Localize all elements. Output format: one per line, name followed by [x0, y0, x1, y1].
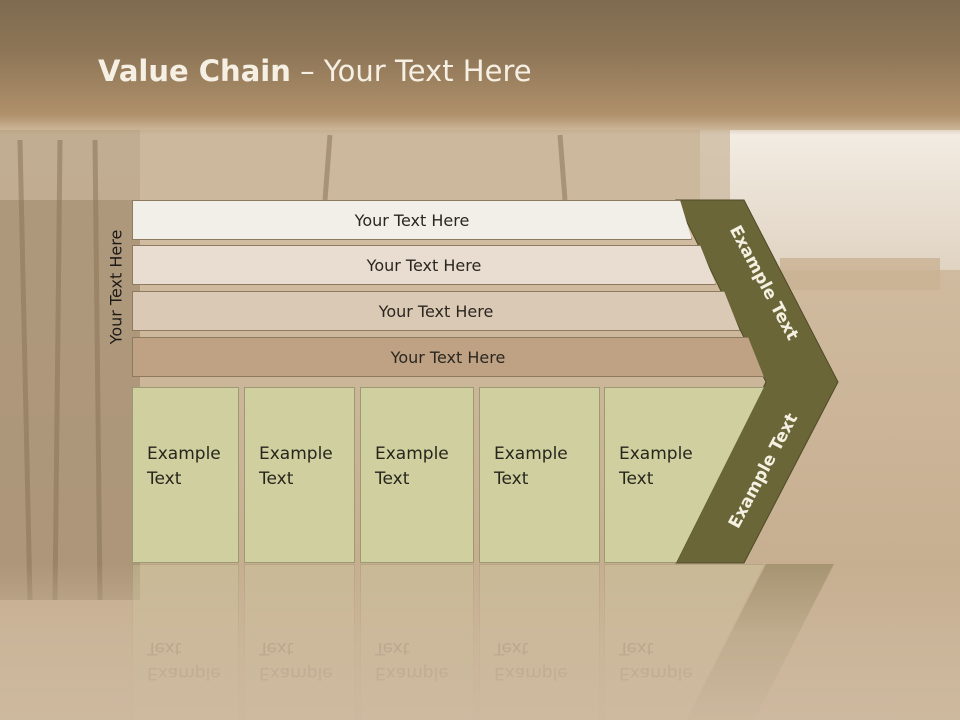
box-2-line2: Text	[259, 469, 294, 489]
title-bar	[0, 0, 960, 135]
example-box-1: Example Text	[132, 387, 239, 563]
band-1: Your Text Here	[132, 200, 692, 240]
band-4: Your Text Here	[132, 337, 764, 377]
title-bold: Value Chain	[98, 54, 291, 88]
slide-title: Value Chain – Your Text Here	[98, 54, 532, 88]
band-2: Your Text Here	[132, 245, 716, 285]
box-4-line2: Text	[494, 469, 529, 489]
reflection-fade	[0, 564, 960, 720]
band-4-label: Your Text Here	[390, 347, 506, 367]
box-3-line2: Text	[375, 469, 410, 489]
box-3-line1: Example	[375, 444, 449, 464]
box-4-line1: Example	[494, 444, 568, 464]
example-box-4: Example Text	[479, 387, 600, 563]
band-3: Your Text Here	[132, 291, 740, 331]
box-1-line2: Text	[147, 469, 182, 489]
box-5-line1: Example	[619, 444, 693, 464]
box-1-line1: Example	[147, 444, 221, 464]
title-rest: – Your Text Here	[290, 54, 532, 88]
example-box-2: Example Text	[244, 387, 355, 563]
box-2-line1: Example	[259, 444, 333, 464]
example-box-3: Example Text	[360, 387, 474, 563]
box-5-line2: Text	[619, 469, 654, 489]
band-1-label: Your Text Here	[354, 210, 470, 230]
band-2-label: Your Text Here	[366, 255, 482, 275]
chevron-arrow	[675, 199, 839, 564]
band-3-label: Your Text Here	[378, 301, 494, 321]
